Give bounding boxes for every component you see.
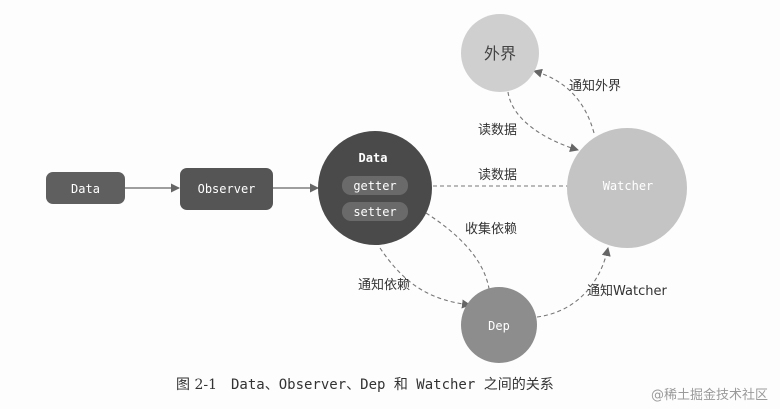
watcher-label: Watcher (603, 179, 654, 193)
getter-label: getter (353, 179, 396, 193)
observer-label: Observer (198, 182, 256, 196)
data-circle-node: Data getter setter (318, 131, 432, 245)
setter-label: setter (353, 205, 396, 219)
notify-watcher-label: 通知Watcher (587, 283, 667, 299)
observer-node: Observer (180, 168, 273, 210)
collect-deps-label: 收集依赖 (465, 221, 517, 237)
getter-pill (342, 176, 408, 195)
figure-title: Data、Observer、Dep 和 Watcher 之间的关系 (231, 377, 554, 393)
outside-node: 外界 (461, 14, 539, 92)
data-box-node: Data (46, 172, 125, 204)
edge-dep-to-watcher (536, 247, 611, 318)
outside-label: 外界 (484, 44, 516, 63)
data-circle-title: Data (359, 151, 388, 165)
edge-data-notify-dep (379, 247, 471, 309)
read-data-outside-label: 读数据 (478, 123, 517, 138)
read-data-watcher-label: 读数据 (478, 168, 517, 183)
dep-node: Dep (461, 287, 537, 363)
setter-pill (342, 202, 408, 221)
edge-outside-to-watcher (507, 91, 579, 152)
dep-label: Dep (488, 319, 510, 333)
watermark: @稀土掘金技术社区 (650, 388, 768, 403)
notify-outside-label: 通知外界 (569, 78, 621, 94)
notify-deps-label: 通知依赖 (358, 277, 410, 293)
figure-number: 图 2-1 (176, 377, 217, 393)
watcher-node: Watcher (567, 128, 687, 248)
figure-caption: 图 2-1 Data、Observer、Dep 和 Watcher 之间的关系 (176, 374, 554, 394)
edge-watcher-to-outside (533, 68, 595, 134)
data-box-label: Data (71, 182, 100, 196)
